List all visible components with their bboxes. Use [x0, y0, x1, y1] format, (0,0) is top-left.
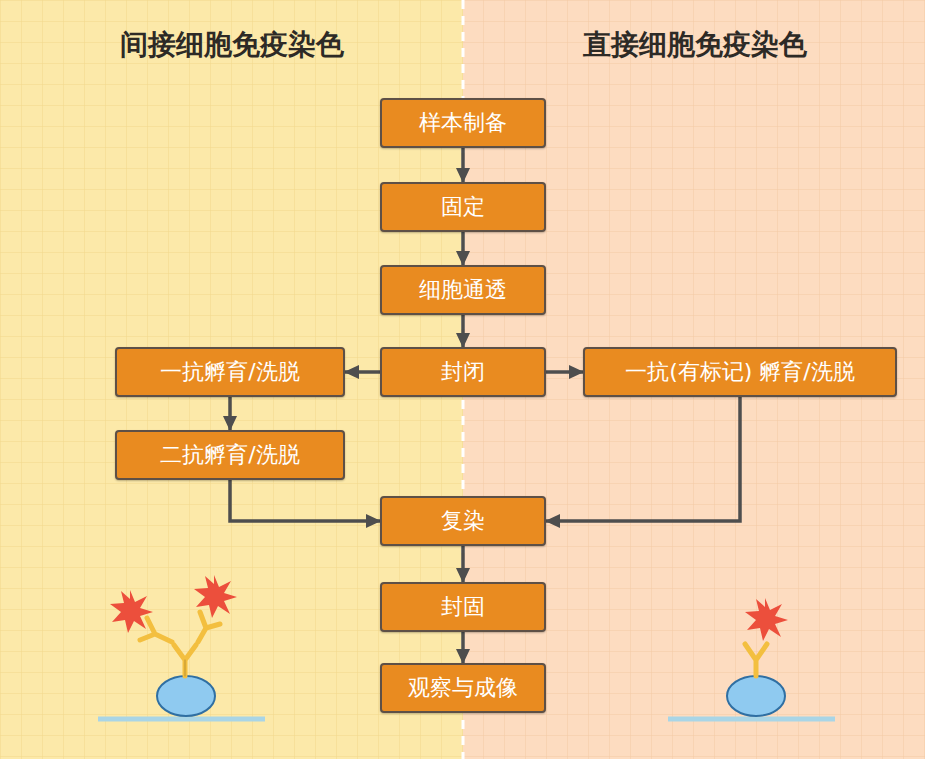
- process-box: 观察与成像: [380, 663, 546, 713]
- process-box: 细胞通透: [380, 265, 546, 315]
- flow-arrow: [461, 546, 465, 582]
- flow-arrow: [546, 397, 740, 521]
- step-label: 一抗(有标记) 孵育/洗脱: [625, 360, 855, 384]
- process-box: 固定: [380, 182, 546, 232]
- step-label: 封固: [441, 595, 485, 619]
- step-label: 封闭: [441, 360, 485, 384]
- flow-arrow: [345, 370, 380, 374]
- flow-arrow: [461, 232, 465, 265]
- process-box: 封固: [380, 582, 546, 632]
- step-label: 二抗孵育/洗脱: [160, 443, 299, 467]
- step-label: 固定: [441, 195, 485, 219]
- process-box: 封闭: [380, 347, 546, 397]
- step-label: 一抗孵育/洗脱: [160, 360, 299, 384]
- process-box: 二抗孵育/洗脱: [115, 430, 345, 480]
- step-label: 样本制备: [419, 111, 507, 135]
- flow-arrow: [461, 632, 465, 663]
- indirect-illustration: [98, 575, 265, 719]
- flow-arrow: [461, 148, 465, 182]
- step-label: 复染: [441, 509, 485, 533]
- process-box: 样本制备: [380, 98, 546, 148]
- panel-title: 直接细胞免疫染色: [583, 26, 807, 64]
- flow-arrow: [546, 370, 583, 374]
- step-label: 观察与成像: [408, 676, 518, 700]
- flow-arrow: [230, 480, 380, 521]
- flow-arrow: [228, 397, 232, 430]
- process-box: 复染: [380, 496, 546, 546]
- process-box: 一抗孵育/洗脱: [115, 347, 345, 397]
- direct-illustration: [668, 598, 835, 719]
- panel-title: 间接细胞免疫染色: [120, 26, 344, 64]
- flow-arrow: [461, 315, 465, 347]
- step-label: 细胞通透: [419, 278, 507, 302]
- process-box: 一抗(有标记) 孵育/洗脱: [583, 347, 897, 397]
